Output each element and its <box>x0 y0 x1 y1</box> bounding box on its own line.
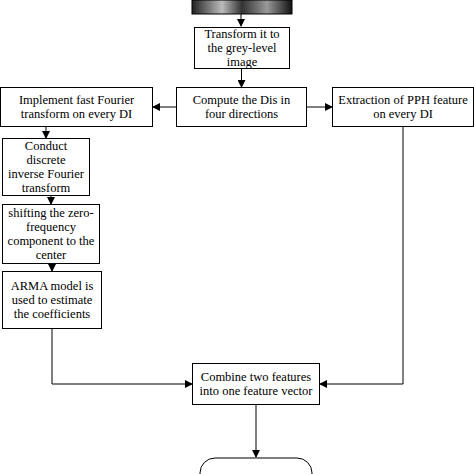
flow-arrow <box>153 107 176 108</box>
box-text: Transform it to the grey-level image <box>199 27 285 69</box>
flow-arrow <box>51 196 52 204</box>
terminal-box <box>200 458 312 474</box>
process-box: Implement fast Fourier transform on ever… <box>0 87 153 127</box>
input-image <box>192 0 292 14</box>
flow-arrow <box>307 107 332 108</box>
flow-arrow <box>52 264 53 271</box>
flow-arrow <box>320 127 403 384</box>
box-text: Implement fast Fourier transform on ever… <box>5 93 148 121</box>
box-text: Conduct discrete inverse Fourier transfo… <box>7 139 85 195</box>
box-text: Extraction of PPH feature on every DI <box>337 93 469 121</box>
process-box: shifting the zero-frequency component to… <box>2 204 100 264</box>
flow-arrow <box>46 127 47 138</box>
box-text: Combine two features into one feature ve… <box>197 370 315 398</box>
input-arrow <box>241 14 242 26</box>
box-text: Compute the Dis in four directions <box>181 93 302 121</box>
process-box: Compute the Dis in four directions <box>176 87 307 127</box>
flow-arrow <box>241 69 242 87</box>
process-box: Extraction of PPH feature on every DI <box>332 87 474 127</box>
process-box: Transform it to the grey-level image <box>194 27 290 69</box>
box-text: ARMA model is used to estimate the coeff… <box>7 279 97 321</box>
process-box: Conduct discrete inverse Fourier transfo… <box>2 138 90 196</box>
flow-arrow <box>52 329 192 384</box>
process-box: Combine two features into one feature ve… <box>192 363 320 405</box>
box-text: shifting the zero-frequency component to… <box>7 206 95 262</box>
process-box: ARMA model is used to estimate the coeff… <box>2 271 102 329</box>
output-arrow <box>256 405 257 457</box>
